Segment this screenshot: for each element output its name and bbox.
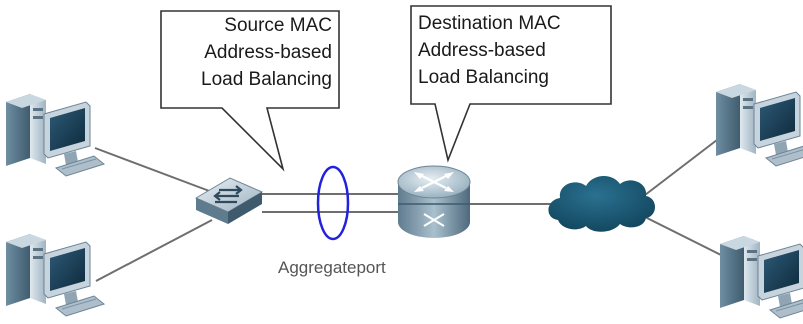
pc-icon [715, 83, 803, 167]
source-callout-line: Address-based [204, 42, 332, 63]
link-cloud-pc-top-right [644, 129, 731, 196]
link-pc-top-left [94, 147, 213, 193]
source-callout-line: Source MAC [224, 15, 332, 36]
link-pc-bottom-left [95, 219, 213, 282]
destination-callout [410, 5, 612, 163]
source-callout [160, 10, 340, 172]
destination-callout-line: Address-based [418, 40, 546, 61]
destination-callout-text: Destination MAC Address-based Load Balan… [418, 10, 608, 91]
cloud-icon [548, 175, 655, 232]
switch-icon [194, 177, 264, 224]
source-callout-line: Load Balancing [201, 69, 332, 90]
pc-icon [5, 93, 105, 177]
source-callout-text: Source MAC Address-based Load Balancing [170, 12, 332, 93]
destination-callout-line: Destination MAC [418, 13, 561, 34]
pc-icon [5, 233, 105, 317]
aggregate-ring [316, 165, 350, 241]
router-icon [397, 165, 471, 238]
aggregateport-label: Aggregateport [278, 258, 386, 277]
pc-icon [719, 235, 803, 319]
destination-callout-line: Load Balancing [418, 67, 549, 88]
links [94, 129, 736, 282]
